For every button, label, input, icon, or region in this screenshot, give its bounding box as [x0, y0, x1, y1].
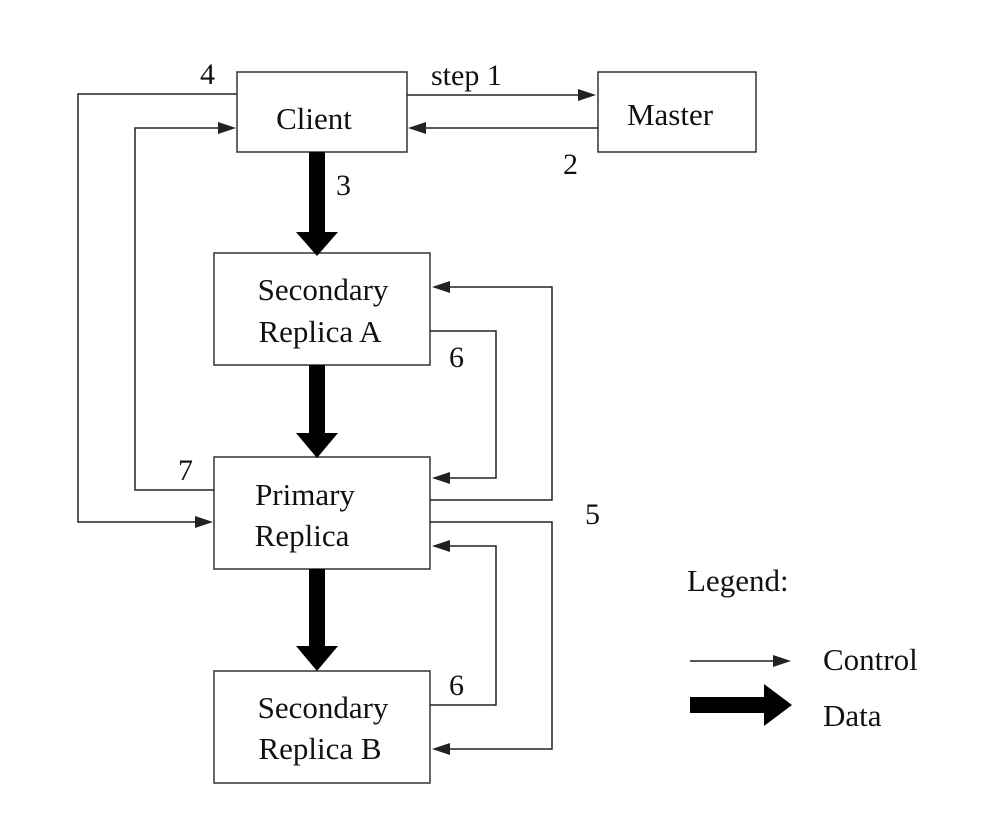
- step5-control-arrow-to-secondary-a: [430, 281, 553, 501]
- legend-control-label: Control: [823, 642, 918, 677]
- step4-label: 4: [200, 58, 215, 91]
- step6-control-arrow-from-secondary-b: [430, 540, 497, 706]
- step1-control-arrow: [407, 89, 596, 101]
- step1-label: step 1: [431, 59, 502, 92]
- step5-control-arrow-to-secondary-b: [430, 521, 553, 755]
- legend-data-arrow: [690, 684, 792, 726]
- step3-label: 3: [336, 169, 351, 202]
- primary-replica-box: Primary Replica: [213, 456, 431, 570]
- secondary-replica-b-label-line1: Secondary: [258, 690, 389, 725]
- client-label: Client: [276, 101, 352, 136]
- step6-control-arrow-from-secondary-a: [430, 330, 497, 484]
- data-arrow-primary-to-secondary-b: [296, 569, 338, 671]
- secondary-replica-a-label-line2: Replica A: [258, 314, 382, 349]
- data-arrow-secondary-a-to-primary: [296, 365, 338, 458]
- legend: Legend: Control Data: [687, 563, 918, 733]
- master-label: Master: [627, 97, 714, 132]
- primary-replica-label-line2: Replica: [255, 518, 350, 553]
- data-arrow-client-to-secondary-a: [296, 152, 338, 256]
- step6-label-a: 6: [449, 341, 464, 374]
- step2-label: 2: [563, 148, 578, 181]
- step7-label: 7: [178, 454, 193, 487]
- step7-control-arrow: [134, 122, 236, 491]
- step5-label: 5: [585, 498, 600, 531]
- legend-title: Legend:: [687, 563, 789, 598]
- secondary-replica-b-label-line2: Replica B: [258, 731, 381, 766]
- secondary-replica-b-box: Secondary Replica B: [213, 670, 431, 784]
- master-box: Master: [597, 71, 757, 153]
- secondary-replica-a-label-line1: Secondary: [258, 272, 389, 307]
- primary-replica-label-line1: Primary: [255, 477, 355, 512]
- client-box: Client: [236, 71, 408, 153]
- step6-label-b: 6: [449, 669, 464, 702]
- legend-data-label: Data: [823, 698, 882, 733]
- step2-control-arrow: [408, 122, 598, 134]
- secondary-replica-a-box: Secondary Replica A: [213, 252, 431, 366]
- step4-control-arrow: [77, 93, 237, 528]
- legend-control-arrow: [690, 655, 791, 667]
